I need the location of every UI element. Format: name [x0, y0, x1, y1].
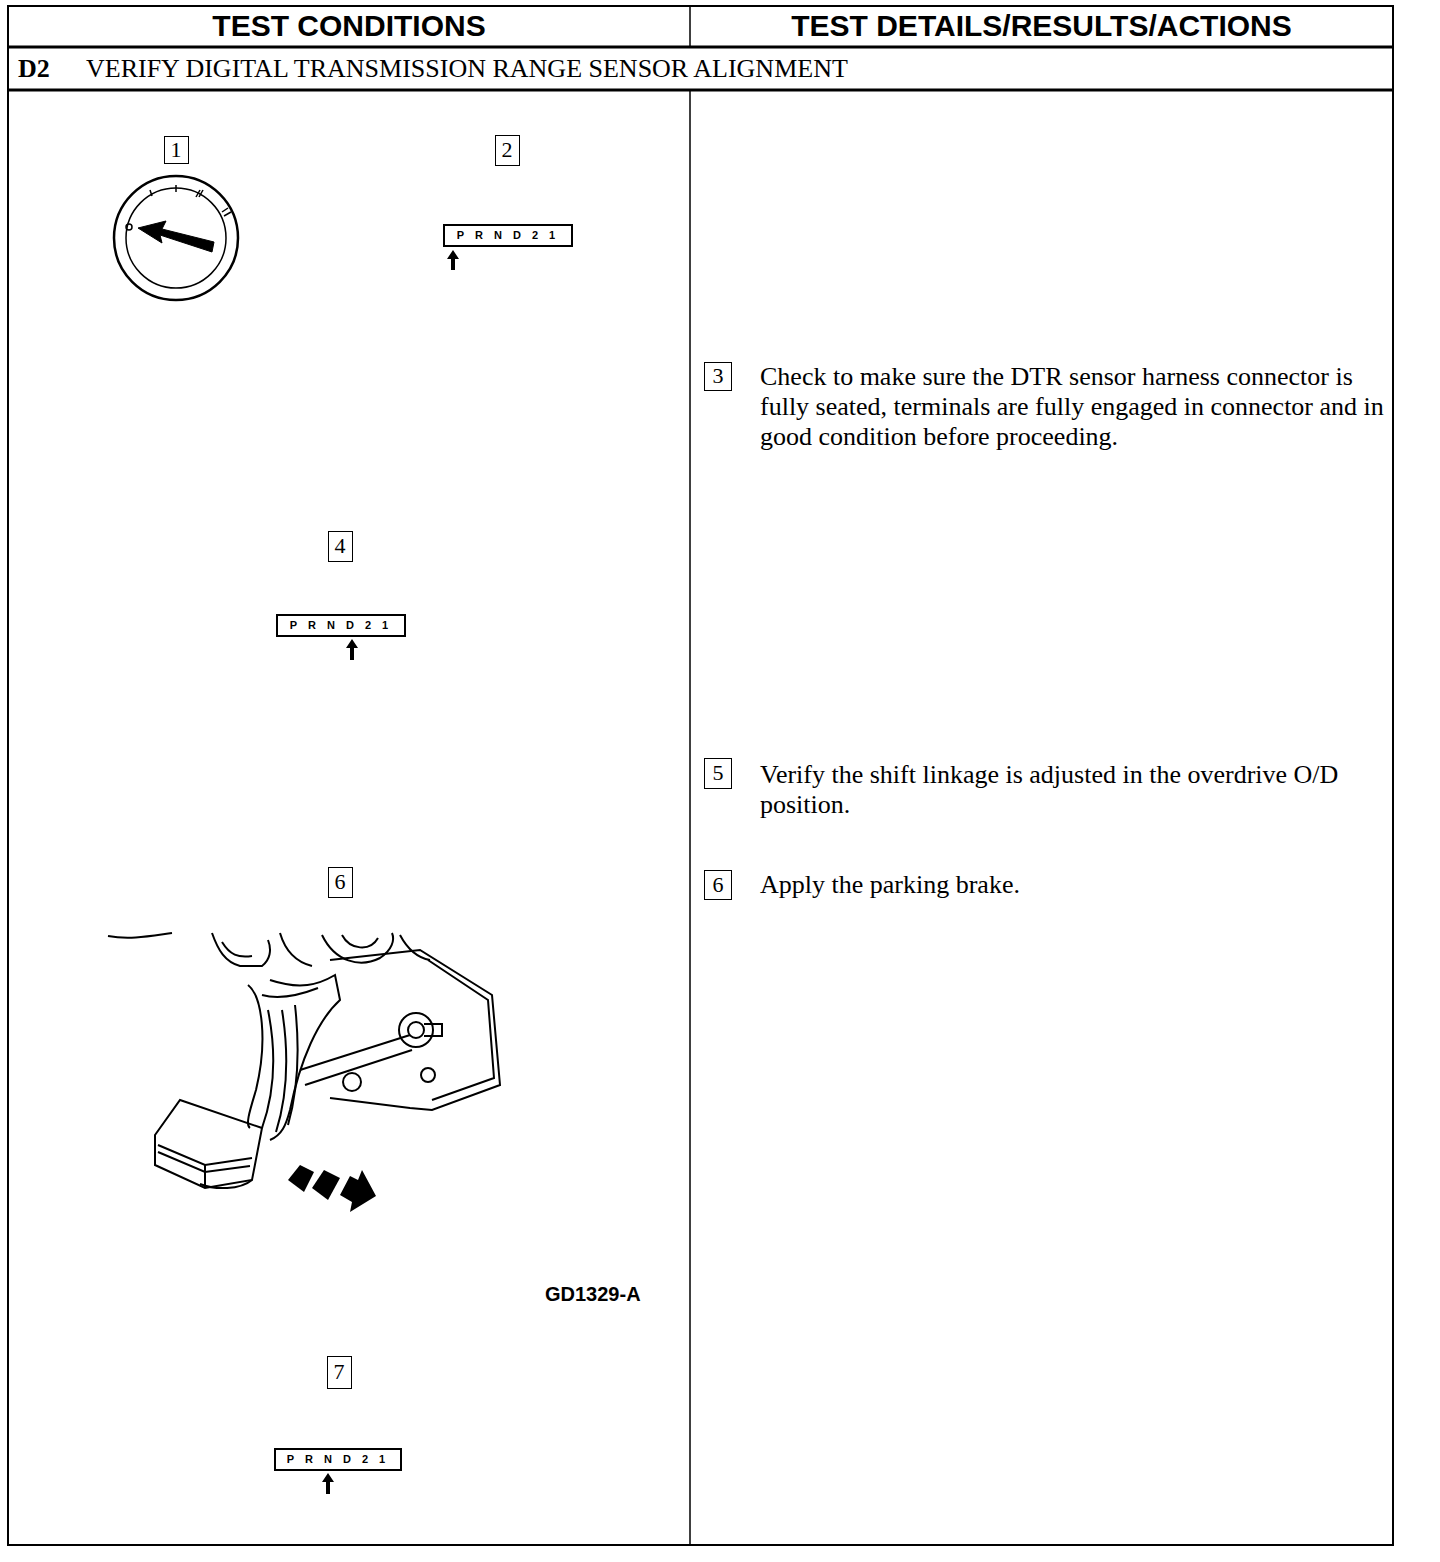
ignition-key-dial-part	[126, 224, 132, 230]
gear-letters: P R N D 2 1	[287, 1452, 390, 1466]
callout-text: 6	[713, 873, 724, 897]
parking-brake-pedal-part	[288, 1005, 298, 1125]
motion-arrow-part	[288, 1165, 314, 1192]
callout-number: 6	[328, 867, 353, 898]
gear-letters: P R N D 2 1	[290, 618, 393, 632]
callout-number: 3	[704, 362, 732, 391]
ignition-key-dial-part	[224, 212, 231, 216]
position-pointer-part	[447, 250, 459, 270]
table-grid-part	[8, 6, 1393, 1545]
ignition-key-dial-part	[175, 185, 177, 192]
parking-brake-pedal-part	[222, 942, 252, 957]
parking-brake-pedal-part	[155, 1100, 262, 1188]
ignition-key-dial-part	[114, 176, 238, 300]
callout-number: 2	[495, 135, 520, 166]
callout-number: 7	[327, 1356, 352, 1389]
parking-brake-pedal-part	[212, 933, 270, 966]
parking-brake-pedal-part	[262, 988, 318, 997]
test-step-title: VERIFY DIGITAL TRANSMISSION RANGE SENSOR…	[86, 54, 848, 84]
gear-letters: P R N D 2 1	[457, 228, 560, 242]
parking-brake-pedal-part	[262, 1010, 273, 1128]
parking-brake-pedal-part	[270, 975, 340, 1140]
gear-selector-strip: P R N D 2 1	[274, 1448, 402, 1471]
table-grid-part	[689, 90, 691, 1545]
figure-code: GD1329-A	[545, 1282, 641, 1306]
test-step-id: D2	[18, 54, 50, 84]
parking-brake-pedal-part	[342, 935, 378, 947]
ignition-key-dial-part	[199, 190, 203, 197]
callout-text: 3	[713, 364, 724, 388]
instruction-text: Apply the parking brake.	[760, 870, 1385, 900]
table-grid-part	[689, 6, 691, 47]
parking-brake-pedal-part	[408, 1022, 424, 1038]
instruction-text: Check to make sure the DTR sensor harnes…	[760, 362, 1385, 452]
column-header: TEST DETAILS/RESULTS/ACTIONS	[690, 9, 1393, 43]
parking-brake-pedal-part	[108, 933, 172, 938]
parking-brake-pedal-part	[200, 1180, 252, 1188]
callout-number: 4	[328, 531, 353, 562]
parking-brake-pedal-part	[399, 1013, 433, 1047]
callout-text: 7	[334, 1360, 345, 1384]
parking-brake-pedal-part	[400, 935, 430, 960]
callout-text: 2	[502, 138, 513, 162]
callout-text: 1	[171, 138, 182, 162]
parking-brake-pedal-part	[424, 1024, 442, 1036]
ignition-key-dial-part	[222, 208, 228, 212]
motion-arrow-part	[312, 1170, 340, 1200]
parking-brake-pedal-part	[421, 1068, 435, 1082]
ignition-key-dial-part	[150, 190, 152, 196]
position-pointer	[322, 250, 459, 1494]
parking-brake-pedal-part	[300, 1035, 410, 1070]
instruction-text: Verify the shift linkage is adjusted in …	[760, 760, 1385, 820]
table-grid-part	[8, 89, 1393, 92]
callout-number: 5	[704, 758, 732, 789]
table-grid	[8, 6, 1393, 1545]
gear-selector-strip: P R N D 2 1	[443, 224, 573, 247]
motion-arrow	[288, 1165, 376, 1212]
callout-text: 6	[335, 870, 346, 894]
callout-number: 6	[704, 870, 732, 900]
parking-brake-pedal-part	[305, 1050, 412, 1085]
ignition-key-dial	[114, 176, 238, 300]
motion-arrow-part	[340, 1170, 376, 1212]
table-grid-part	[8, 46, 1393, 49]
callout-text: 5	[713, 761, 724, 785]
parking-brake-pedal-part	[330, 950, 500, 1110]
callout-text: 4	[335, 534, 346, 558]
parking-brake-pedal-part	[322, 933, 393, 963]
parking-brake-pedal-part	[158, 1145, 252, 1165]
parking-brake-pedal	[108, 933, 500, 1188]
position-pointer-part	[322, 1473, 334, 1494]
callout-number: 1	[164, 136, 189, 164]
parking-brake-pedal-part	[248, 985, 262, 1128]
parking-brake-pedal-part	[343, 1073, 361, 1091]
column-header: TEST CONDITIONS	[8, 9, 690, 43]
parking-brake-pedal-part	[276, 1010, 286, 1132]
ignition-key-dial-part	[126, 188, 226, 288]
position-pointer-part	[346, 639, 358, 660]
gear-selector-strip: P R N D 2 1	[276, 614, 406, 637]
parking-brake-pedal-part	[428, 960, 494, 1100]
ignition-key-dial-part	[138, 221, 214, 252]
parking-brake-pedal-part	[280, 933, 312, 966]
